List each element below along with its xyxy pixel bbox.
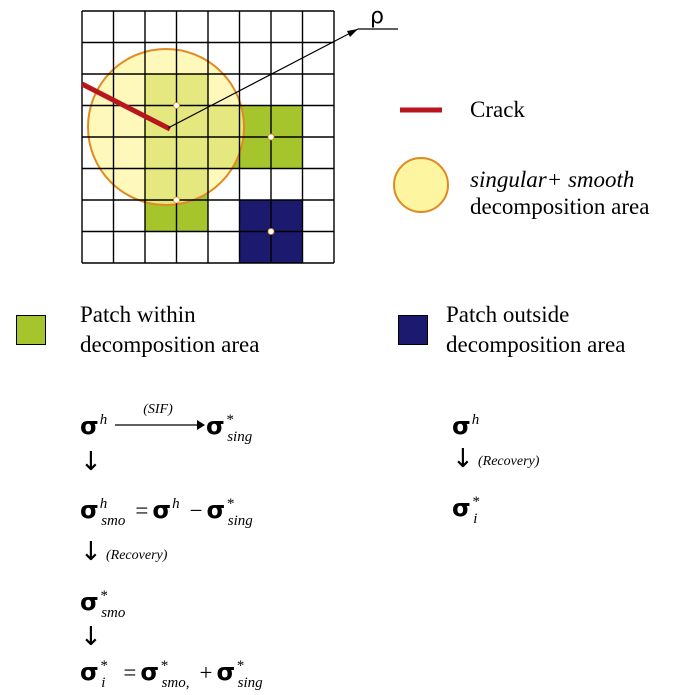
legend-area-label-italic: singular+ smooth [470, 167, 635, 192]
patch-nodes [173, 102, 275, 235]
sigma-i-right: σ*i [452, 494, 480, 527]
patch-outside-line2: decomposition area [446, 332, 626, 357]
down-arrow-3: ↓ [80, 622, 102, 652]
eq-sigma-h-to-sing: σh [80, 412, 108, 440]
down-arrow-2: ↓ [80, 537, 102, 567]
eq-sigma-smo: σhsmo =σh −σ*sing [80, 496, 253, 529]
patch-node [267, 228, 275, 235]
patch-node [267, 133, 275, 141]
blue-patch-cell [271, 231, 303, 263]
green-patch-cell [271, 105, 303, 137]
green-patch-cell [176, 200, 208, 232]
patch-node [173, 102, 180, 109]
blue-patch-cell [271, 200, 303, 232]
down-arrow-right: ↓ [452, 444, 474, 474]
blue-patch-cell [239, 231, 271, 263]
sif-arrow [115, 420, 205, 430]
patch-within-line2: decomposition area [80, 332, 260, 357]
crack-line [80, 81, 172, 132]
radius-leader-line [167, 28, 359, 129]
decomposition-diagram: ρ [80, 4, 449, 264]
green-patch-cell [239, 137, 271, 169]
patch-outside-swatch [398, 315, 428, 345]
legend-crack-label: Crack [470, 97, 525, 122]
down-arrow-1: ↓ [80, 447, 102, 477]
legend-area-swatch [393, 157, 449, 213]
sigma-sing-star: σ*sing [206, 412, 253, 445]
radius-arrowhead [347, 29, 358, 37]
sigma-h-right: σh [452, 412, 480, 440]
sif-label: (SIF) [143, 402, 173, 417]
patch-within-swatch [16, 315, 46, 345]
patch-node [173, 196, 180, 204]
patch-outside-line1: Patch outside [446, 302, 570, 327]
recovery-label-left: (Recovery) [106, 548, 168, 563]
legend-area-label-line2: decomposition area [470, 194, 650, 219]
green-patch-cell [271, 137, 303, 169]
blue-patch-cell [239, 200, 271, 232]
eq-sigma-i: σ*i =σ*smo, +σ*sing [80, 658, 263, 691]
sigma-smo-star: σ*smo [80, 588, 126, 621]
recovery-label-right: (Recovery) [478, 454, 540, 469]
patch-within-line1: Patch within [80, 302, 196, 327]
rho-label: ρ [370, 4, 384, 29]
